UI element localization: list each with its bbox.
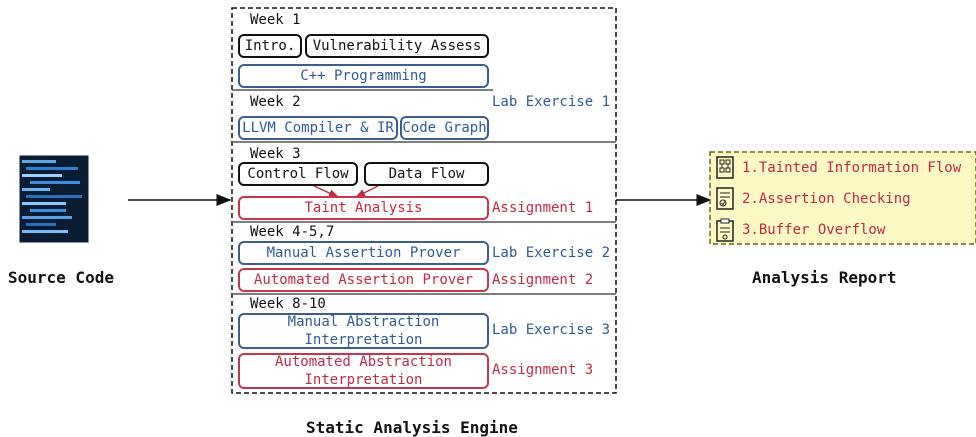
week-label: Week 3	[250, 146, 301, 162]
report-item-label: 1.Tainted Information Flow	[742, 160, 962, 176]
arrow-controlflow-to-taint	[313, 185, 340, 198]
module-box: Manual Assertion Prover	[238, 241, 489, 265]
module-box: LLVM Compiler & IR	[238, 116, 398, 140]
module-box: Vulnerability Assess	[305, 34, 489, 58]
module-box: Manual Abstraction Interpretation	[238, 313, 489, 349]
module-box: Automated Assertion Prover	[238, 268, 489, 292]
report-caption: Analysis Report	[752, 268, 897, 287]
arrow-dataflow-to-taint	[354, 185, 379, 198]
flowchart-document-icon	[714, 156, 736, 180]
week-label: Week 4-5,7	[250, 224, 335, 240]
clipboard-icon	[714, 218, 736, 242]
side-label: Assignment 3	[492, 362, 594, 378]
side-label: Assignment 1	[492, 200, 594, 216]
week-label: Week 2	[250, 94, 301, 110]
module-box: Automated Abstraction Interpretation	[238, 353, 489, 389]
report-item-label: 3.Buffer Overflow	[742, 222, 886, 238]
engine-caption: Static Analysis Engine	[306, 418, 518, 437]
week-label: Week 1	[250, 12, 301, 28]
module-box: C++ Programming	[238, 64, 489, 88]
module-box: Intro.	[238, 34, 302, 58]
report-item: 3.Buffer Overflow	[714, 218, 885, 242]
module-box: Control Flow	[238, 162, 358, 186]
week-label: Week 8-10	[250, 296, 326, 312]
module-box: Code Graph	[400, 116, 489, 140]
checklist-document-icon	[714, 187, 736, 211]
module-box: Data Flow	[364, 162, 489, 186]
side-label: Assignment 2	[492, 272, 594, 288]
side-label: Lab Exercise 2	[492, 245, 611, 261]
source-code-image	[19, 155, 89, 243]
report-panel	[709, 151, 976, 245]
module-box: Taint Analysis	[238, 196, 489, 220]
report-item-label: 2.Assertion Checking	[742, 191, 911, 207]
report-item: 1.Tainted Information Flow	[714, 156, 961, 180]
source-code-caption: Source Code	[8, 268, 114, 287]
report-item: 2.Assertion Checking	[714, 187, 911, 211]
side-label: Lab Exercise 3	[492, 322, 611, 338]
side-label: Lab Exercise 1	[492, 94, 611, 110]
